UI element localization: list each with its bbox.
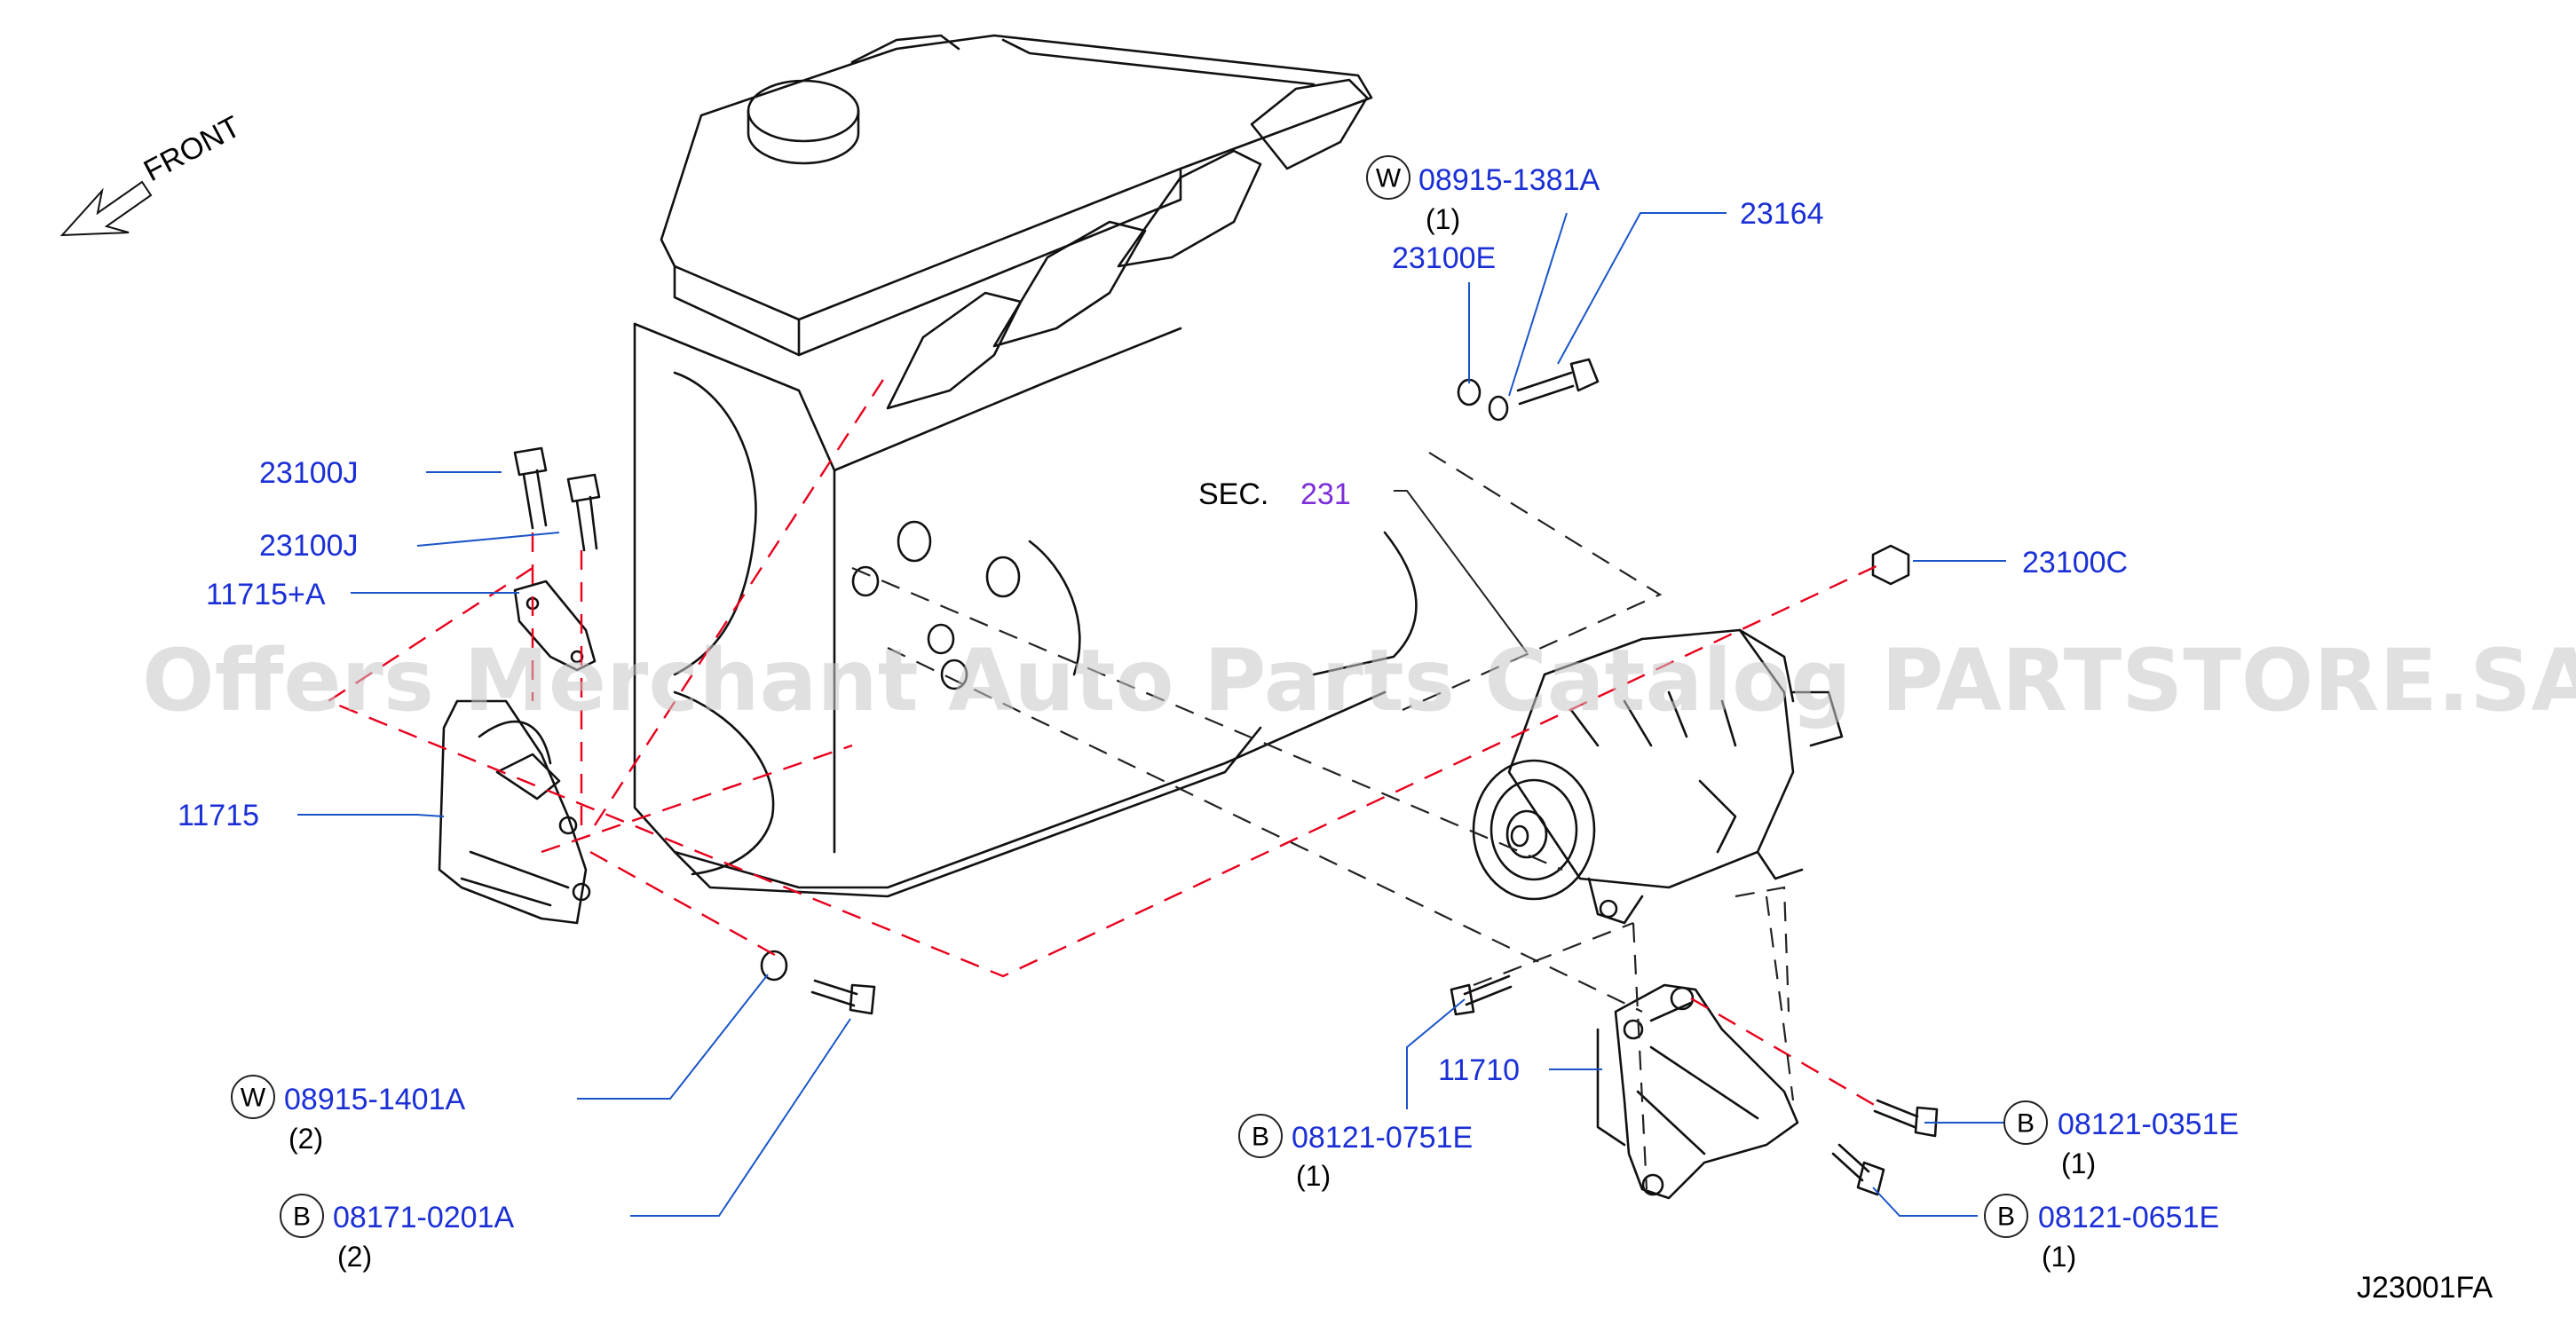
diagram-code: J23001FA — [2357, 1271, 2493, 1305]
part-number-link-23100C[interactable]: 23100C — [2022, 546, 2128, 580]
part-qty: (1) — [2042, 1241, 2076, 1273]
sec-number-link[interactable]: 231 — [1300, 477, 1351, 511]
alternator-drawing — [1472, 628, 1844, 925]
part-qty: (1) — [2061, 1147, 2096, 1179]
part-number-link-23100J-2[interactable]: 23100J — [259, 529, 359, 563]
part-circle-letter: B — [2017, 1109, 2035, 1139]
part-number-link-11710[interactable]: 11710 — [1438, 1053, 1520, 1087]
leader-lines — [297, 212, 2006, 1217]
b-circle-icon — [280, 1194, 324, 1238]
part-qty: (1) — [1296, 1160, 1331, 1192]
part-number-link[interactable]: 08121-0351E — [2058, 1108, 2239, 1141]
part-number-link[interactable]: 08915-1381A — [1418, 163, 1600, 197]
part-number-link[interactable]: 08915-1401A — [284, 1083, 466, 1116]
part-circle-letter: B — [1252, 1123, 1269, 1152]
part-qty: (1) — [1426, 203, 1460, 235]
w-circle-icon — [231, 1075, 275, 1119]
part-label-08121-0651E[interactable]: B 08121-0651E (1) — [1984, 1194, 2219, 1273]
part-number-link[interactable]: 08171-0201A — [333, 1201, 515, 1234]
engine-block-drawing — [633, 34, 1418, 898]
part-circle-letter: B — [1997, 1203, 2015, 1232]
assembly-lines — [326, 372, 1883, 1190]
b-circle-icon — [2003, 1100, 2048, 1145]
part-number-link[interactable]: 08121-0751E — [1292, 1121, 1473, 1155]
watermark: Offers Merchant Auto Parts Catalog PARTS… — [142, 631, 2576, 730]
part-qty: (2) — [288, 1123, 323, 1155]
w-circle-icon — [1366, 155, 1410, 200]
part-number-link-23164[interactable]: 23164 — [1740, 197, 1824, 231]
fastener-drawings — [513, 358, 1939, 1196]
part-circle-letter: B — [293, 1203, 311, 1232]
part-number-link-23100J[interactable]: 23100J — [259, 456, 359, 490]
part-number-link-11715A[interactable]: 11715+A — [206, 578, 326, 611]
part-label-08171-0201A[interactable]: B 08171-0201A (2) — [280, 1194, 515, 1273]
part-number-link-23100E[interactable]: 23100E — [1392, 241, 1496, 275]
part-label-08121-0351E[interactable]: B 08121-0351E (1) — [2003, 1100, 2239, 1179]
sec-prefix: SEC. — [1198, 477, 1268, 511]
b-circle-icon — [1984, 1194, 2028, 1238]
part-number-link[interactable]: 08121-0651E — [2038, 1201, 2219, 1234]
part-circle-letter: W — [1376, 164, 1402, 193]
part-circle-letter: W — [241, 1084, 266, 1113]
front-indicator: FRONT — [59, 110, 246, 237]
part-label-08915-1381A[interactable]: W 08915-1381A (1) — [1366, 155, 1600, 235]
part-qty: (2) — [337, 1241, 372, 1273]
section-reference: SEC. 231 — [1198, 477, 1351, 511]
b-circle-icon — [1238, 1114, 1283, 1158]
front-label: FRONT — [138, 110, 246, 189]
part-number-link-11715[interactable]: 11715 — [178, 799, 259, 832]
part-label-08121-0751E[interactable]: B 08121-0751E (1) — [1238, 1114, 1473, 1192]
bracket-11710-drawing — [1596, 983, 1799, 1200]
part-label-08915-1401A[interactable]: W 08915-1401A (2) — [231, 1075, 466, 1155]
